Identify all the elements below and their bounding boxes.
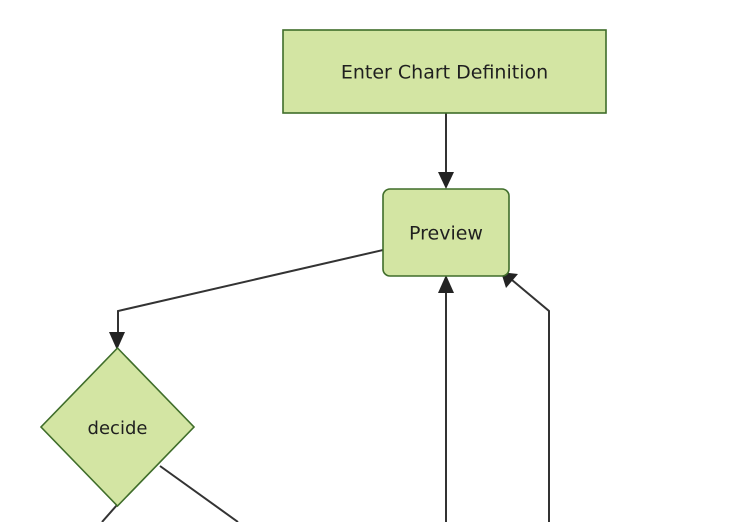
edge-enter-to-preview[interactable] <box>438 113 454 189</box>
node-decide[interactable]: decide <box>39 346 196 508</box>
node-enter-chart-definition[interactable]: Enter Chart Definition <box>282 29 607 114</box>
edge-line <box>159 465 239 522</box>
node-label: decide <box>88 418 148 439</box>
edge-line <box>117 249 384 338</box>
edge-bottom-right-to-preview[interactable] <box>501 272 550 522</box>
arrowhead-icon <box>109 332 125 350</box>
edge-decide-bottom-out[interactable] <box>101 504 118 522</box>
node-preview[interactable]: Preview <box>382 188 510 277</box>
edge-preview-to-decide[interactable] <box>109 249 384 350</box>
edge-bottom-center-to-preview[interactable] <box>438 275 454 522</box>
node-diamond <box>39 346 196 508</box>
edge-decide-right-out[interactable] <box>159 465 239 522</box>
node-label: Preview <box>409 223 483 245</box>
node-label: Enter Chart Definition <box>341 62 548 84</box>
edge-layer <box>101 113 550 522</box>
arrowhead-icon <box>438 275 454 293</box>
arrowhead-icon <box>438 172 454 189</box>
node-rectangle <box>282 29 607 114</box>
edge-line <box>511 279 550 522</box>
edge-line <box>101 504 118 522</box>
node-layer: Enter Chart Definition Preview decide <box>39 29 607 508</box>
node-rounded-rectangle <box>382 188 510 277</box>
